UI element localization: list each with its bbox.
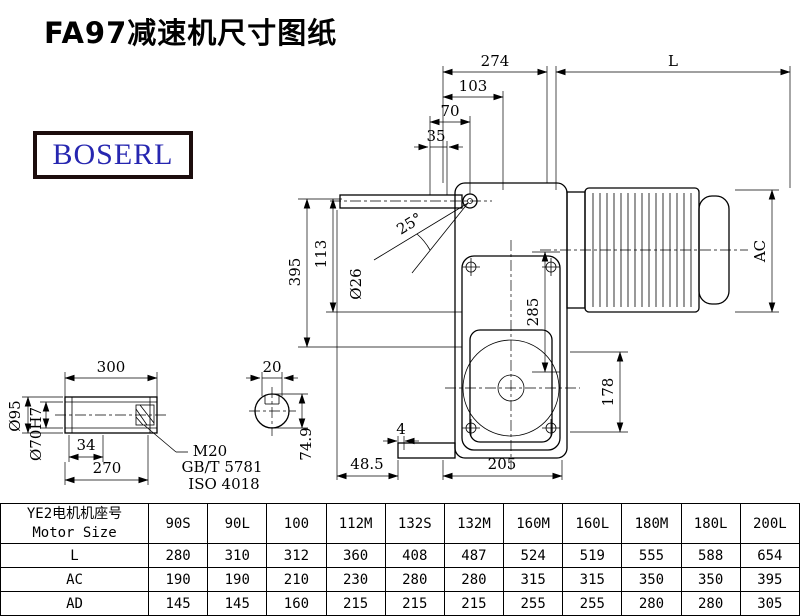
dim-274: 274 (481, 52, 510, 70)
table-header-row: YE2电机机座号 Motor Size 90S 90L 100 112M 132… (0, 503, 800, 544)
dim-178: 178 (599, 378, 617, 407)
dim-270: 270 (93, 459, 122, 477)
row-label: AC (0, 567, 149, 592)
dim-70: 70 (440, 102, 459, 120)
value-cell: 350 (621, 567, 682, 592)
bolt-hole-symbols (462, 258, 560, 437)
value-cell: 408 (384, 543, 445, 568)
dim-300: 300 (97, 358, 126, 376)
thread-callout-m20: M20 (193, 442, 227, 460)
col-header: 132S (384, 503, 445, 544)
thread-standard-gb: GB/T 5781 (181, 458, 262, 476)
value-cell: 487 (443, 543, 505, 568)
top-dimensions: 274 L 103 70 35 (414, 52, 791, 195)
dim-35: 35 (426, 127, 445, 145)
value-cell: 350 (680, 567, 741, 592)
page-title: FA97减速机尺寸图纸 (44, 16, 338, 50)
dim-20: 20 (262, 358, 281, 376)
dim-48_5: 48.5 (350, 455, 383, 473)
dim-AC: AC (751, 240, 769, 263)
col-header: 180L (680, 503, 741, 544)
dim-395: 395 (286, 258, 304, 287)
value-cell: 145 (147, 591, 209, 616)
col-header: 200L (739, 503, 800, 544)
value-cell: 519 (562, 543, 623, 568)
value-cell: 190 (207, 567, 268, 592)
right-dimensions: 285 AC 178 (524, 189, 779, 433)
value-cell: 315 (562, 567, 623, 592)
value-cell: 360 (325, 543, 386, 568)
table-header-label: YE2电机机座号 Motor Size (0, 503, 149, 544)
dim-103: 103 (459, 77, 488, 95)
col-header: 180M (621, 503, 682, 544)
bottom-dimensions: 4 48.5 205 (336, 210, 563, 480)
thread-standard-iso: ISO 4018 (188, 475, 259, 493)
value-cell: 312 (266, 543, 327, 568)
value-cell: 230 (325, 567, 386, 592)
bolt-symbol (542, 419, 560, 437)
value-cell: 215 (384, 591, 445, 616)
dim-dia26: Ø26 (347, 268, 365, 299)
col-header: 90L (207, 503, 268, 544)
value-cell: 555 (621, 543, 682, 568)
angle-callout: 25° Ø26 (347, 202, 469, 300)
row-label: L (0, 543, 149, 568)
value-cell: 305 (739, 591, 800, 616)
col-header: 90S (147, 503, 209, 544)
value-cell: 280 (147, 543, 209, 568)
motor-size-table: YE2电机机座号 Motor Size 90S 90L 100 112M 132… (0, 503, 800, 616)
dim-dia95: Ø95 (6, 400, 24, 431)
value-cell: 210 (266, 567, 327, 592)
col-header: 132M (443, 503, 505, 544)
dim-dia70H7: Ø70H7 (27, 407, 45, 461)
shaft-detail: 300 Ø95 Ø70H7 34 270 M20 GB/T 5781 ISO 4… (6, 358, 263, 493)
value-cell: 395 (739, 567, 800, 592)
value-cell: 315 (503, 567, 564, 592)
value-cell: 145 (207, 591, 268, 616)
dim-25deg: 25° (393, 209, 425, 238)
dim-34: 34 (76, 436, 95, 454)
dim-74_9: 74.9 (297, 427, 315, 460)
col-header: 100 (266, 503, 327, 544)
col-header: 160L (562, 503, 623, 544)
bolt-symbol (462, 419, 480, 437)
dim-113: 113 (312, 240, 330, 269)
value-cell: 215 (443, 591, 505, 616)
dim-4: 4 (396, 420, 406, 438)
dim-285: 285 (524, 298, 542, 327)
value-cell: 190 (147, 567, 209, 592)
col-header: 112M (325, 503, 386, 544)
value-cell: 280 (443, 567, 505, 592)
shaft-cross-section: 20 74.9 (246, 358, 315, 461)
value-cell: 255 (562, 591, 623, 616)
value-cell: 524 (503, 543, 564, 568)
header-cn: YE2电机机座号 (26, 506, 123, 522)
table-row-AC: AC 190 190 210 230 280 280 315 315 350 3… (0, 567, 800, 592)
value-cell: 215 (325, 591, 386, 616)
left-dimensions: 395 113 (286, 198, 462, 348)
technical-drawing: 274 L 103 70 35 395 113 25° Ø26 285 AC (6, 52, 791, 493)
col-header: 160M (503, 503, 564, 544)
value-cell: 310 (207, 543, 268, 568)
logo-box: BOSERL (33, 131, 193, 179)
value-cell: 280 (384, 567, 445, 592)
value-cell: 654 (739, 543, 800, 568)
value-cell: 280 (680, 591, 741, 616)
value-cell: 588 (680, 543, 741, 568)
table-row-L: L 280 310 312 360 408 487 524 519 555 58… (0, 543, 800, 568)
logo-text: BOSERL (52, 138, 174, 171)
value-cell: 160 (266, 591, 327, 616)
table-row-AD: AD 145 145 160 215 215 215 255 255 280 2… (0, 591, 800, 616)
header-en: Motor Size (32, 525, 117, 541)
bolt-symbol (462, 258, 480, 276)
dim-L: L (668, 52, 678, 70)
dim-205: 205 (488, 455, 517, 473)
row-label: AD (0, 591, 149, 616)
value-cell: 255 (503, 591, 564, 616)
centerlines (330, 200, 748, 470)
value-cell: 280 (621, 591, 682, 616)
